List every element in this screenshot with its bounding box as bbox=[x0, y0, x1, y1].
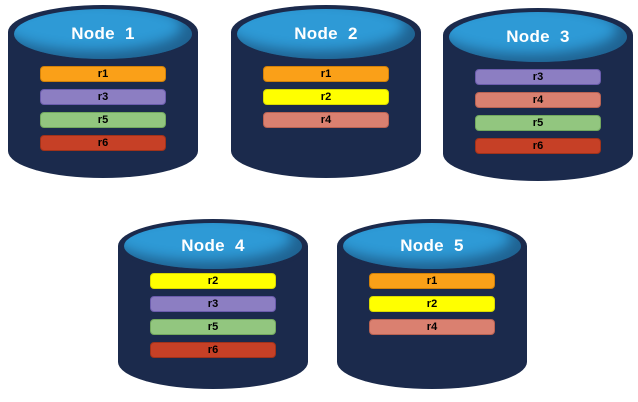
replica-bar-node-3-r5: r5 bbox=[475, 115, 601, 131]
db-cylinder-node-5: Node 5 r1 r2 r4 bbox=[337, 219, 527, 389]
replica-bar-node-2-r1: r1 bbox=[263, 66, 389, 82]
replica-bar-node-1-r3: r3 bbox=[40, 89, 166, 105]
replica-bar-node-5-r1: r1 bbox=[369, 273, 495, 289]
replica-bar-node-4-r2: r2 bbox=[150, 273, 276, 289]
node-title-node-5: Node 5 bbox=[400, 236, 464, 255]
node-title-node-3: Node 3 bbox=[506, 27, 570, 46]
node-title-node-1: Node 1 bbox=[71, 24, 135, 43]
replica-row-list-node-4: r2 r3 r5 r6 bbox=[118, 273, 308, 358]
replica-bar-node-3-r4: r4 bbox=[475, 92, 601, 108]
replica-bar-node-4-r6: r6 bbox=[150, 342, 276, 358]
replica-row-list-node-5: r1 r2 r4 bbox=[337, 273, 527, 335]
db-cylinder-node-3: Node 3 r3 r4 r5 r6 bbox=[443, 8, 633, 181]
replica-row-list-node-1: r1 r3 r5 r6 bbox=[8, 66, 198, 151]
replica-row-list-node-2: r1 r2 r4 bbox=[231, 66, 421, 128]
replica-bar-node-3-r3: r3 bbox=[475, 69, 601, 85]
node-title-node-2: Node 2 bbox=[294, 24, 358, 43]
cylinder-top-face-node-5: Node 5 bbox=[343, 223, 521, 269]
replica-bar-node-5-r4: r4 bbox=[369, 319, 495, 335]
db-cylinder-node-4: Node 4 r2 r3 r5 r6 bbox=[118, 219, 308, 389]
replica-bar-node-3-r6: r6 bbox=[475, 138, 601, 154]
cylinder-top-face-node-4: Node 4 bbox=[124, 223, 302, 269]
replica-bar-node-1-r1: r1 bbox=[40, 66, 166, 82]
replica-bar-node-4-r3: r3 bbox=[150, 296, 276, 312]
cylinder-top-face-node-3: Node 3 bbox=[449, 12, 627, 62]
db-cylinder-node-2: Node 2 r1 r2 r4 bbox=[231, 5, 421, 178]
replica-bar-node-2-r4: r4 bbox=[263, 112, 389, 128]
db-cylinder-node-1: Node 1 r1 r3 r5 r6 bbox=[8, 5, 198, 178]
replica-bar-node-1-r5: r5 bbox=[40, 112, 166, 128]
replica-bar-node-5-r2: r2 bbox=[369, 296, 495, 312]
replica-bar-node-1-r6: r6 bbox=[40, 135, 166, 151]
node-title-node-4: Node 4 bbox=[181, 236, 245, 255]
replica-row-list-node-3: r3 r4 r5 r6 bbox=[443, 69, 633, 154]
cylinder-top-face-node-2: Node 2 bbox=[237, 9, 415, 59]
cylinder-top-face-node-1: Node 1 bbox=[14, 9, 192, 59]
replica-bar-node-2-r2: r2 bbox=[263, 89, 389, 105]
replica-bar-node-4-r5: r5 bbox=[150, 319, 276, 335]
